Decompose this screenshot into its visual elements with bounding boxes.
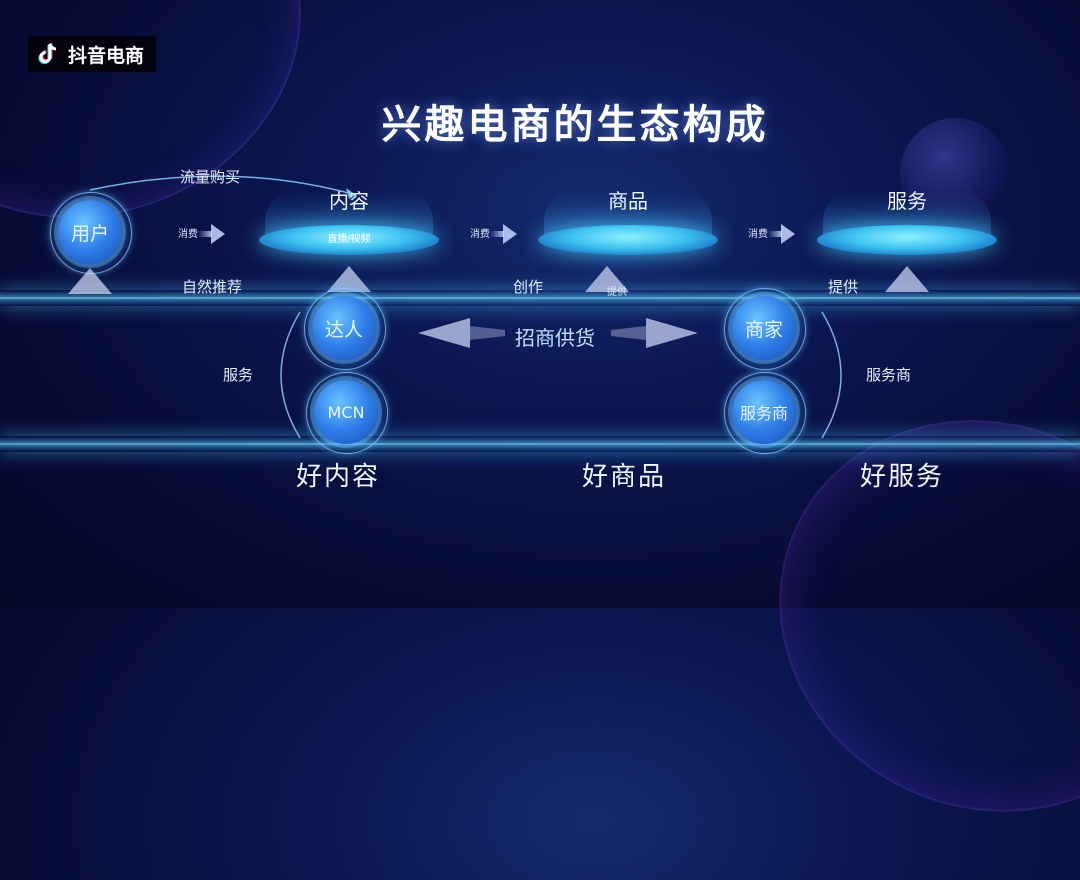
platform-content-sublabel: 直播/视频 (327, 234, 371, 245)
arrow-shaft (490, 231, 504, 237)
platform-goods: 商品 (538, 175, 718, 255)
up-arrow-icon (585, 266, 629, 292)
bottom-label-good-service: 好服务 (860, 462, 945, 492)
platform-service: 服务 (817, 175, 997, 255)
page-title: 兴趣电商的生态构成 (381, 102, 769, 148)
decorative-orb (900, 118, 1010, 228)
arrow-shaft (198, 231, 212, 237)
merchant-node: 商家 (732, 296, 796, 360)
up-arrow-icon (68, 268, 112, 294)
light-band-top (0, 290, 1080, 306)
edge-label-recruit-supply: 招商供货 (515, 326, 595, 350)
light-band-bottom (0, 436, 1080, 452)
mcn-node: MCN (314, 380, 378, 444)
edge-label-provide: 提供 (828, 278, 859, 296)
connector-lines (89, 175, 842, 439)
bottom-label-good-goods: 好商品 (582, 462, 667, 492)
edge-label-natural-recommend: 自然推荐 (182, 278, 243, 296)
arrow-shaft (768, 231, 782, 237)
platform-content: 内容 直播/视频 (259, 175, 439, 255)
brand-name: 抖音电商 (68, 45, 145, 67)
mcn-node-ring (306, 372, 388, 454)
merchant-node-ring (724, 288, 806, 370)
platform-content-label: 内容 (329, 189, 369, 213)
edge-label-consume: 消费 (748, 229, 768, 240)
brand-logo: 抖音电商 (28, 36, 157, 72)
edge-label-traffic-purchase: 流量购买 (180, 168, 241, 186)
service-provider-node-ring (724, 372, 806, 454)
edge-label-consume: 消费 (470, 229, 490, 240)
platform-disc (259, 225, 439, 255)
right-arrow-icon (781, 224, 795, 244)
creator-node-ring (304, 288, 386, 370)
platform-service-label: 服务 (887, 189, 927, 213)
edge-label-service: 服务 (223, 366, 254, 384)
edge-label-provide-small: 提供 (607, 287, 627, 298)
right-arrow-icon (503, 224, 517, 244)
service-provider-node: 服务商 (732, 380, 796, 444)
platform-disc (817, 225, 997, 255)
platform-disc (538, 225, 718, 255)
bottom-label-good-content: 好内容 (296, 462, 381, 492)
user-node: 用户 (58, 200, 122, 264)
creator-node: 达人 (312, 296, 376, 360)
right-arrow-icon (211, 224, 225, 244)
platform-goods-label: 商品 (608, 189, 648, 213)
edge-label-consume: 消费 (178, 229, 198, 240)
tiktok-note-icon (38, 43, 57, 64)
edge-label-service-provider: 服务商 (866, 366, 912, 384)
up-arrow-icon (327, 266, 371, 292)
edge-label-create: 创作 (513, 278, 544, 296)
up-arrow-icon (885, 266, 929, 292)
